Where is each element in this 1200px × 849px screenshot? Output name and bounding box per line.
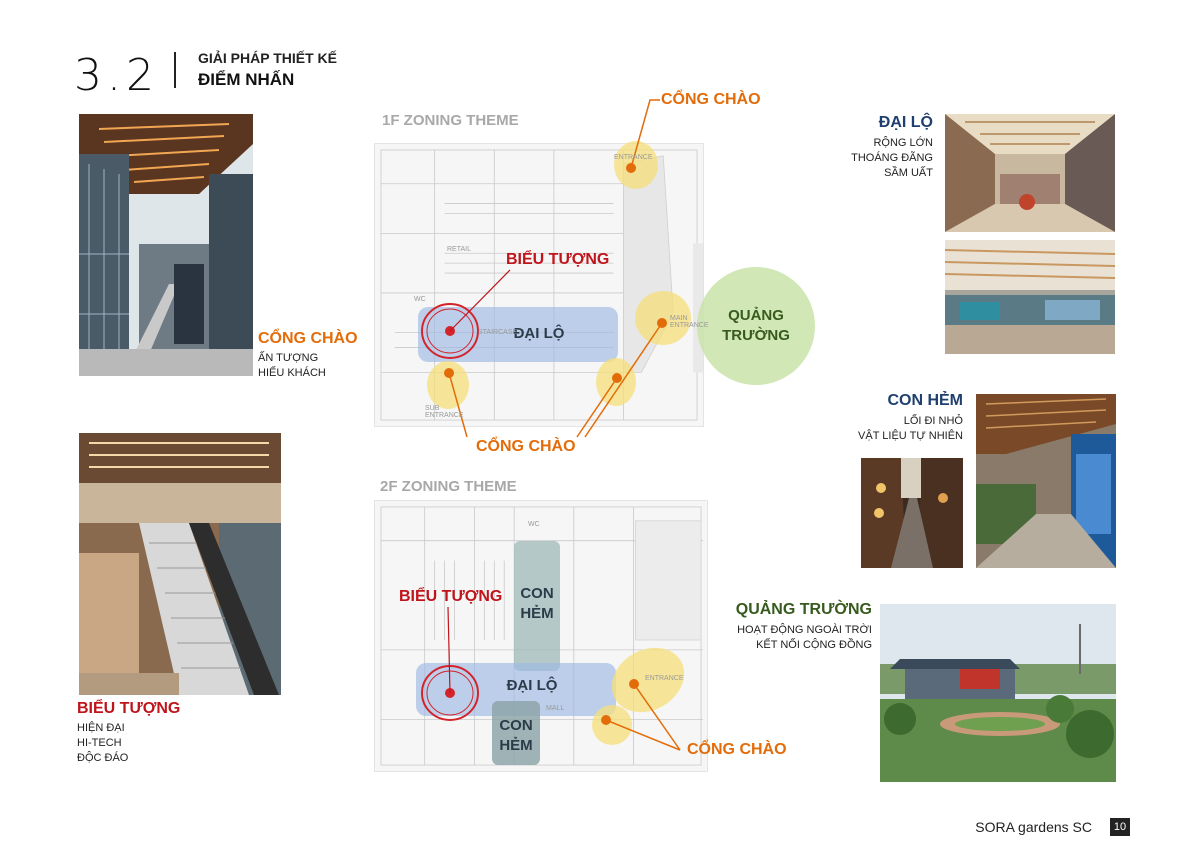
section-title-line1: GIẢI PHÁP THIẾT KẾ (198, 50, 337, 66)
section-divider (174, 52, 176, 88)
gate-caption-line1: ẤN TƯỢNG (258, 352, 319, 364)
icon-caption-title: BIỂU TƯỢNG (77, 700, 181, 717)
plan1-title: 1F ZONING THEME (382, 112, 519, 129)
plan2-avenue-label: ĐẠI LỘ (506, 677, 558, 694)
photo-avenue-1 (945, 114, 1115, 232)
plan2-gate-label: CỔNG CHÀO (687, 741, 787, 758)
plan2-alley-bottom-line2: HẺM (499, 737, 533, 754)
icon-caption-line2: HI-TECH (77, 737, 122, 749)
avenue-caption-title: ĐẠI LỘ (878, 114, 933, 131)
plaza-caption-line1: HOẠT ĐỘNG NGOÀI TRỜI (737, 624, 872, 636)
footer-brand: SORA gardens SC (975, 819, 1092, 835)
plan1-tag-retail: RETAIL (447, 246, 471, 253)
avenue-caption-line3: SẦM UẤT (884, 167, 933, 179)
plan2-alley-top-line2: HẺM (520, 605, 554, 622)
plaza-caption-line2: KẾT NỐI CỘNG ĐỒNG (756, 639, 872, 651)
plan1-tag-sub-entrance: SUB ENTRANCE (425, 405, 464, 419)
alley-caption-line2: VẬT LIỆU TỰ NHIÊN (858, 430, 963, 442)
icon-caption-line1: HIỆN ĐẠI (77, 722, 125, 734)
plan1-floorplan (374, 143, 704, 427)
plan1-tag-main-entrance: MAIN ENTRANCE (670, 315, 709, 329)
plan2-tag-entrance: ENTRANCE (645, 675, 684, 682)
alley-caption-title: CON HẺM (887, 392, 963, 409)
plan2-title: 2F ZONING THEME (380, 478, 517, 495)
plan1-avenue-label: ĐẠI LỘ (513, 325, 565, 342)
photo-alley-2 (861, 458, 963, 568)
plaza-caption-title: QUẢNG TRƯỜNG (735, 601, 872, 618)
photo-icon-escalator (79, 433, 281, 695)
plan1-plaza-label-line1: QUẢNG (728, 307, 784, 324)
plan1-gate-bottom-label: CỔNG CHÀO (476, 438, 576, 455)
avenue-caption-line2: THOÁNG ĐÃNG (851, 152, 933, 164)
plan2-alley-bottom-line1: CON (499, 717, 533, 734)
photo-plaza (880, 604, 1116, 782)
plan1-tag-staircase: STAIRCASE (478, 329, 518, 336)
plan2-icon-label: BIỂU TƯỢNG (399, 588, 503, 605)
plan1-plaza-label-line2: TRƯỜNG (722, 327, 790, 344)
section-number: 3.2 (74, 50, 159, 101)
plan1-icon-label: BIỂU TƯỢNG (506, 251, 610, 268)
page-number: 10 (1110, 818, 1130, 836)
section-title-line2: ĐIỂM NHẤN (198, 70, 295, 89)
gate-caption-line2: HIẾU KHÁCH (258, 367, 326, 379)
plan2-tag-mall: MALL (546, 705, 565, 712)
plan1-gate-top-label: CỔNG CHÀO (661, 91, 761, 108)
gate-caption-title: CỔNG CHÀO (258, 330, 358, 347)
plan2-floorplan (374, 500, 708, 772)
alley-caption-line1: LỐI ĐI NHỎ (903, 415, 963, 427)
plan2-tag-wc: WC (528, 521, 540, 528)
plan1-tag-wc: WC (414, 296, 426, 303)
photo-avenue-2 (945, 240, 1115, 354)
photo-gate-entrance (79, 114, 253, 376)
plan1-tag-entrance: ENTRANCE (614, 154, 653, 161)
icon-caption-line3: ĐỘC ĐÁO (77, 752, 129, 764)
photo-alley-1 (976, 394, 1116, 568)
avenue-caption-line1: RỘNG LỚN (873, 137, 933, 149)
plan2-alley-top-line1: CON (520, 585, 554, 602)
